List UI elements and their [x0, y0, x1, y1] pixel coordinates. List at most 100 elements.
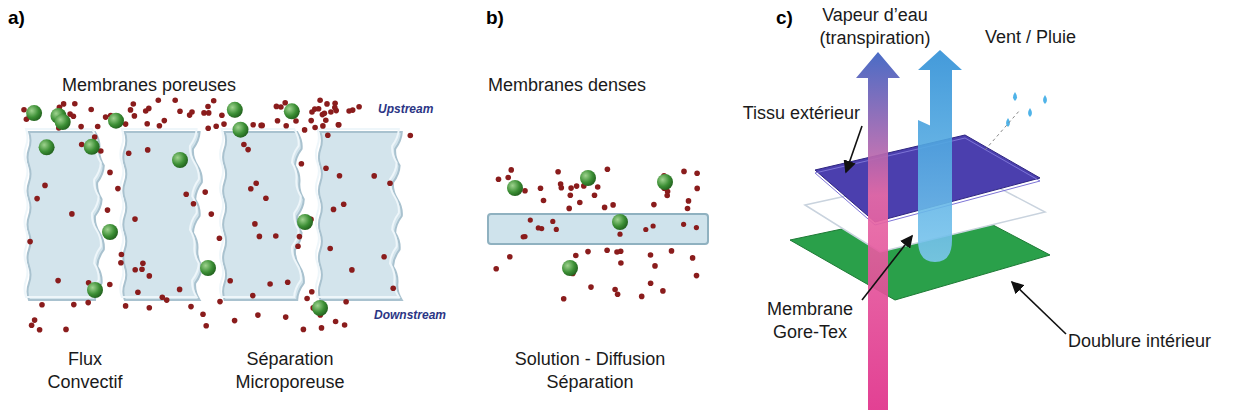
large-molecule	[233, 122, 249, 138]
small-molecule	[217, 299, 223, 305]
small-molecule	[132, 113, 138, 119]
small-molecule	[78, 124, 84, 130]
small-molecule	[252, 221, 258, 227]
small-molecule	[257, 234, 263, 240]
small-molecule	[145, 147, 151, 153]
wind-rain-arrow	[918, 50, 962, 262]
small-molecule	[496, 177, 502, 183]
small-molecule	[209, 211, 215, 217]
large-molecule	[102, 224, 118, 240]
small-molecule	[267, 281, 273, 287]
small-molecule	[660, 288, 666, 294]
small-molecule	[202, 189, 208, 195]
small-molecule	[639, 294, 645, 300]
large-molecule	[26, 105, 42, 121]
small-molecule	[651, 202, 657, 208]
pore-highlight	[220, 129, 301, 297]
small-molecule	[115, 186, 121, 192]
small-molecule	[126, 150, 132, 156]
small-molecule	[559, 185, 565, 191]
small-molecule	[172, 97, 178, 103]
small-molecule	[522, 188, 528, 194]
large-molecule	[657, 174, 673, 190]
small-molecule	[342, 322, 348, 328]
small-molecule	[324, 101, 330, 107]
small-molecule	[312, 125, 318, 131]
small-molecule	[103, 114, 109, 120]
small-molecule	[568, 192, 574, 198]
small-molecule	[34, 196, 40, 202]
small-molecule	[592, 192, 598, 198]
small-molecule	[538, 185, 544, 191]
small-molecule	[95, 124, 101, 130]
small-molecule	[241, 142, 247, 148]
small-molecule	[88, 107, 94, 113]
small-molecule	[328, 109, 334, 115]
small-molecule	[250, 122, 256, 128]
small-molecule	[123, 303, 129, 309]
small-molecule	[541, 198, 547, 204]
small-molecule	[323, 117, 329, 123]
small-molecule	[259, 123, 265, 129]
small-molecule	[602, 205, 608, 211]
small-molecule	[612, 287, 618, 293]
arrow-label: Vent / Pluie	[985, 26, 1125, 49]
small-molecule	[135, 289, 141, 295]
small-molecule	[201, 110, 207, 116]
large-molecule	[39, 139, 55, 155]
mechanism-label: Séparation Microporeuse	[210, 348, 370, 393]
small-molecule	[331, 207, 337, 213]
small-molecule	[183, 192, 189, 198]
large-molecule	[55, 114, 71, 130]
small-molecule	[27, 239, 33, 245]
pore-highlight	[120, 129, 199, 297]
small-molecule	[140, 260, 146, 266]
small-molecule	[356, 104, 362, 110]
small-molecule	[651, 223, 656, 228]
small-molecule	[219, 113, 225, 119]
small-molecule	[227, 278, 233, 284]
large-molecule	[312, 300, 328, 316]
small-molecule	[285, 279, 291, 285]
small-molecule	[147, 273, 153, 279]
small-molecule	[681, 169, 687, 175]
small-molecule	[341, 202, 347, 208]
small-molecule	[139, 266, 145, 272]
small-molecule	[132, 267, 138, 273]
small-molecule	[618, 260, 624, 266]
small-molecule	[605, 167, 611, 173]
large-molecule	[87, 282, 103, 298]
small-molecule	[263, 196, 269, 202]
small-molecule	[213, 123, 219, 129]
small-molecule	[617, 232, 622, 237]
large-molecule	[580, 170, 596, 186]
dense-membrane	[488, 214, 708, 244]
small-molecule	[325, 132, 331, 138]
small-molecule	[618, 249, 624, 255]
layer-label: Tissu extérieur	[700, 102, 860, 125]
small-molecule	[302, 127, 308, 133]
pore-wall	[319, 132, 402, 300]
small-molecule	[144, 121, 150, 127]
small-molecule	[248, 186, 254, 192]
small-molecule	[554, 227, 559, 232]
small-molecule	[147, 305, 153, 311]
small-molecule	[69, 211, 75, 217]
small-molecule	[293, 118, 299, 124]
small-molecule	[493, 266, 499, 272]
small-molecule	[297, 234, 303, 240]
small-molecule	[322, 111, 328, 117]
small-molecule	[162, 118, 168, 124]
small-molecule	[39, 302, 45, 308]
layer-label: Membrane Gore-Tex	[755, 298, 865, 343]
small-molecule	[61, 101, 67, 107]
small-molecule	[255, 312, 261, 318]
small-molecule	[317, 97, 323, 103]
small-molecule	[694, 186, 700, 192]
small-molecule	[131, 101, 137, 107]
small-molecule	[232, 318, 238, 324]
small-molecule	[568, 185, 574, 191]
small-molecule	[177, 287, 183, 293]
small-molecule	[217, 235, 223, 241]
panel-title: Membranes poreuses	[62, 74, 322, 97]
